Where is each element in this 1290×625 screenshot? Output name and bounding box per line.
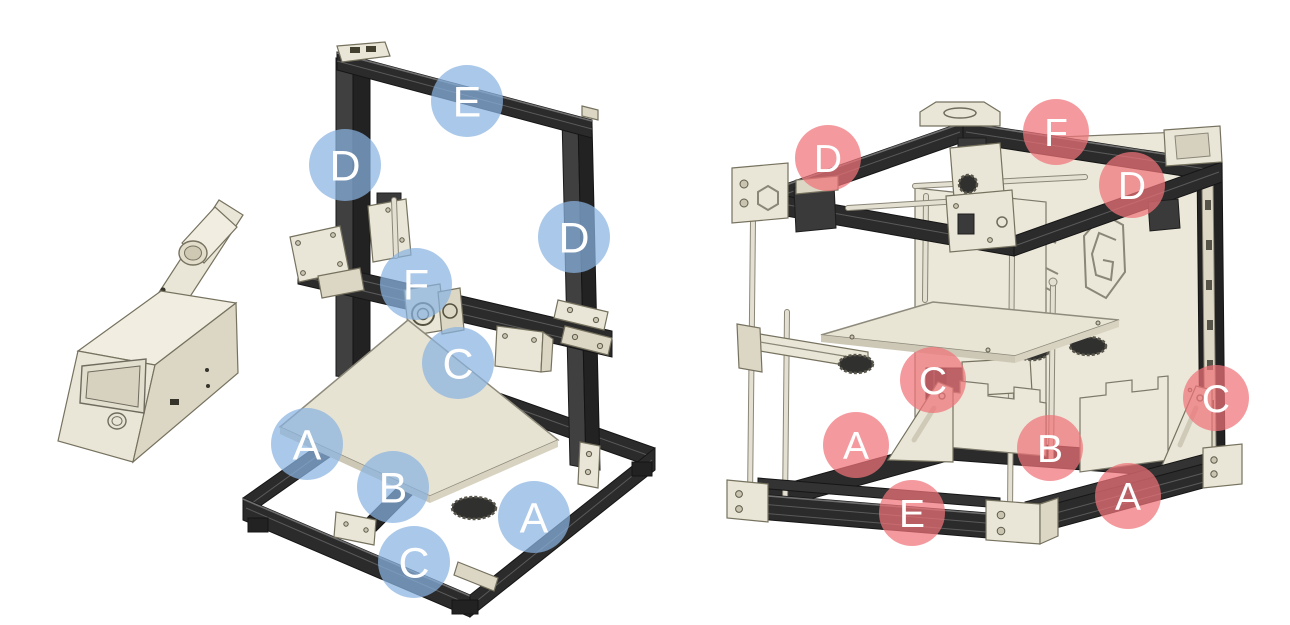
svg-text:F: F (403, 262, 429, 310)
right-printer-extruder (845, 137, 1088, 253)
svg-text:C: C (919, 360, 947, 403)
right-printer-bed (820, 301, 1120, 363)
control-box-side (132, 301, 239, 464)
left-printer-callout-C: C (378, 526, 450, 598)
svg-text:C: C (1202, 378, 1230, 421)
y-tensioner (333, 511, 377, 546)
svg-text:A: A (520, 495, 549, 543)
right-printer-callout-F: F (1023, 99, 1089, 165)
svg-text:A: A (1115, 476, 1141, 519)
top-left-cap (336, 41, 391, 63)
top-left-corner-bracket (731, 162, 789, 224)
svg-text:E: E (899, 493, 925, 536)
right-printer-callout-A: A (1095, 463, 1161, 529)
svg-text:D: D (814, 138, 842, 181)
control-box (57, 199, 244, 464)
top-handle-bracket (919, 101, 1001, 127)
svg-text:C: C (442, 341, 473, 389)
right-printer-callout-B: B (1017, 415, 1083, 481)
svg-text:E: E (453, 79, 482, 127)
right-printer-callout-E: E (879, 480, 945, 546)
right-printer-callout-D: D (795, 125, 861, 191)
control-knob (107, 412, 127, 430)
left-printer-callout-A: A (271, 408, 343, 480)
left-printer-callout-D: D (538, 201, 610, 273)
extruder-carriage (945, 189, 1017, 253)
left-printer-callout-F: F (380, 248, 452, 320)
left-printer-callout-C: C (422, 327, 494, 399)
right-printer-callout-C: C (900, 347, 966, 413)
svg-text:D: D (329, 143, 360, 191)
corner-block (985, 499, 1041, 545)
lcd-screen (85, 365, 141, 408)
right-printer-inner-walls (934, 375, 1169, 473)
right-printer-illustration (726, 101, 1243, 545)
svg-text:B: B (379, 465, 408, 513)
right-printer-callout-A: A (823, 412, 889, 478)
svg-text:F: F (1044, 112, 1068, 155)
right-printer-callout-C: C (1183, 365, 1249, 431)
left-printer-callout-B: B (357, 451, 429, 523)
svg-text:D: D (1118, 165, 1146, 208)
left-printer-callout-E: E (431, 65, 503, 137)
left-printer-x-gantry (289, 192, 613, 373)
svg-text:D: D (558, 215, 589, 263)
svg-text:A: A (843, 425, 869, 468)
corner-block (726, 479, 769, 523)
left-printer-callout-D: D (309, 129, 381, 201)
right-printer-callout-D: D (1099, 152, 1165, 218)
left-printer-callout-A: A (498, 481, 570, 553)
svg-text:A: A (293, 422, 322, 470)
svg-text:C: C (398, 540, 429, 588)
y-motor (494, 325, 544, 373)
svg-text:B: B (1037, 428, 1063, 471)
right-printer-bed-arm (736, 323, 875, 375)
corner-block (1202, 443, 1243, 489)
extruder-motor (949, 142, 1005, 199)
